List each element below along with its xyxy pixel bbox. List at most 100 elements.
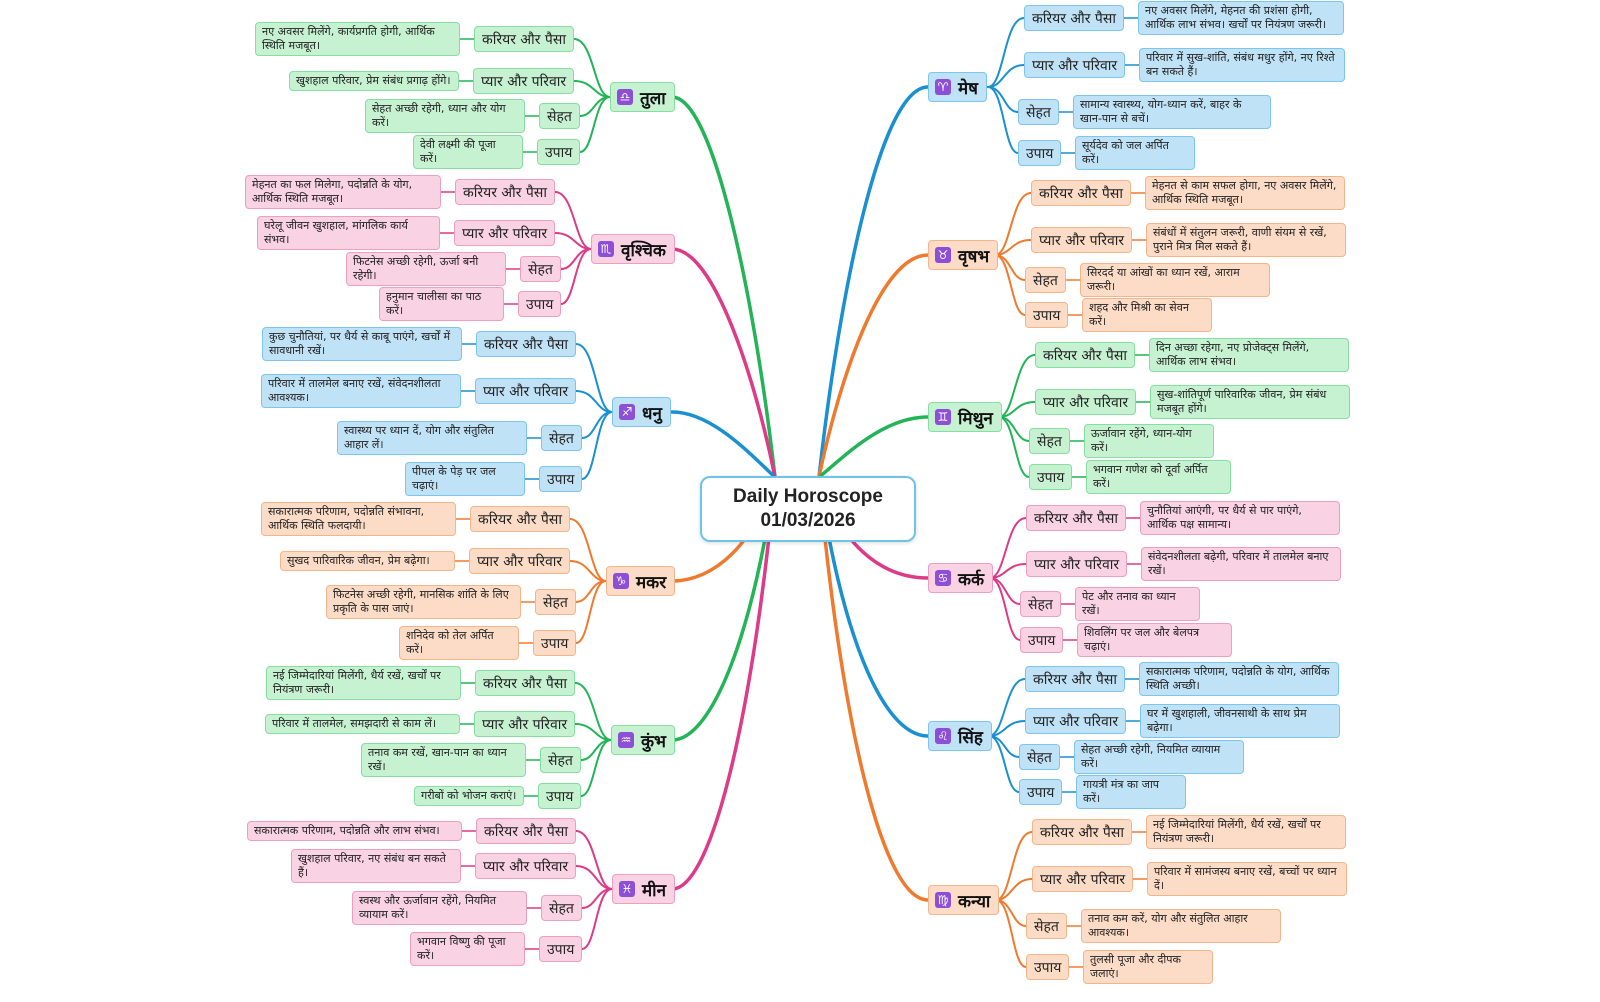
category-meen-3[interactable]: उपाय — [539, 936, 583, 962]
sign-node-kark[interactable]: ♋ कर्क — [928, 563, 994, 593]
sub-line-meen-0 — [575, 830, 613, 890]
description-kumbh-1: परिवार में तालमेल, समझदारी से काम लें। — [265, 714, 460, 734]
category-makar-0[interactable]: करियर और पैसा — [470, 506, 570, 532]
sign-name: धनु — [642, 403, 662, 424]
category-meen-2[interactable]: सेहत — [541, 895, 582, 921]
sub-line-makar-3 — [575, 580, 607, 644]
category-kanya-0[interactable]: करियर और पैसा — [1032, 819, 1132, 845]
description-kanya-3: तुलसी पूजा और दीपक जलाएं। — [1083, 950, 1213, 984]
sign-node-meen[interactable]: ♓मीन — [612, 874, 676, 904]
category-simha-0[interactable]: करियर और पैसा — [1025, 666, 1125, 692]
category-kark-0[interactable]: करियर और पैसा — [1026, 505, 1126, 531]
description-kumbh-2: तनाव कम रखें, खान-पान का ध्यान रखें। — [361, 743, 526, 777]
category-tula-1[interactable]: प्यार और परिवार — [473, 68, 575, 94]
category-mithun-0[interactable]: करियर और पैसा — [1035, 342, 1135, 368]
sub-line-kanya-1 — [995, 878, 1033, 901]
category-mesh-1[interactable]: प्यार और परिवार — [1024, 52, 1126, 78]
category-simha-3[interactable]: उपाय — [1019, 779, 1063, 805]
category-mesh-2[interactable]: सेहत — [1018, 99, 1059, 125]
category-kumbh-0[interactable]: करियर और पैसा — [475, 670, 575, 696]
description-dhanu-3: पीपल के पेड़ पर जल चढ़ाएं। — [405, 462, 525, 496]
sign-node-dhanu[interactable]: ♐धनु — [612, 397, 671, 427]
category-makar-1[interactable]: प्यार और परिवार — [469, 548, 571, 574]
sign-node-mesh[interactable]: ♈मेष — [928, 72, 987, 102]
category-vrishabh-2[interactable]: सेहत — [1025, 267, 1066, 293]
category-kumbh-1[interactable]: प्यार और परिवार — [474, 711, 576, 737]
description-makar-3: शनिदेव को तेल अर्पित करें। — [399, 626, 519, 660]
zodiac-kark-icon: ♋ — [935, 570, 951, 586]
category-meen-0[interactable]: करियर और पैसा — [476, 818, 576, 844]
category-dhanu-0[interactable]: करियर और पैसा — [476, 331, 576, 357]
sub-line-vrishchik-3 — [560, 248, 592, 305]
category-kark-2[interactable]: सेहत — [1020, 591, 1061, 617]
description-makar-0: सकारात्मक परिणाम, पदोन्नति संभावना, आर्थ… — [261, 502, 456, 536]
sign-name: मिथुन — [958, 408, 993, 429]
description-kanya-2: तनाव कम करें, योग और संतुलित आहार आवश्यक… — [1081, 909, 1281, 943]
sign-node-makar[interactable]: ♑मकर — [606, 566, 676, 596]
sign-node-mithun[interactable]: ♊मिथुन — [928, 402, 1002, 432]
sub-line-mesh-0 — [987, 17, 1025, 88]
category-vrishchik-1[interactable]: प्यार और परिवार — [454, 220, 556, 246]
sign-node-kumbh[interactable]: ♒कुंभ — [611, 725, 676, 755]
category-tula-0[interactable]: करियर और पैसा — [474, 26, 574, 52]
description-simha-3: गायत्री मंत्र का जाप करें। — [1076, 775, 1186, 809]
sign-node-kanya[interactable]: ♍कन्या — [928, 885, 1000, 915]
sign-node-vrishabh[interactable]: ♉वृषभ — [928, 240, 999, 270]
category-kark-1[interactable]: प्यार और परिवार — [1026, 551, 1128, 577]
description-tula-1: खुशहाल परिवार, प्रेम संबंध प्रगाढ़ होंगे… — [289, 71, 459, 91]
sign-node-tula[interactable]: ♎तुला — [610, 82, 675, 112]
category-mithun-2[interactable]: सेहत — [1029, 428, 1070, 454]
description-kark-1: संवेदनशीलता बढ़ेगी, परिवार में तालमेल बन… — [1141, 547, 1341, 581]
central-topic[interactable]: Daily Horoscope 01/03/2026 — [700, 476, 916, 542]
category-dhanu-1[interactable]: प्यार और परिवार — [475, 378, 577, 404]
category-tula-3[interactable]: उपाय — [537, 139, 581, 165]
sub-line-meen-3 — [581, 888, 613, 950]
category-dhanu-3[interactable]: उपाय — [539, 466, 583, 492]
category-mesh-0[interactable]: करियर और पैसा — [1024, 5, 1124, 31]
sign-name: मीन — [642, 880, 667, 901]
description-mesh-1: परिवार में सुख-शांति, संबंध मधुर होंगे, … — [1139, 48, 1345, 82]
category-kanya-3[interactable]: उपाय — [1026, 954, 1070, 980]
sign-name: कर्क — [958, 569, 985, 590]
category-vrishchik-2[interactable]: सेहत — [520, 256, 561, 282]
category-makar-2[interactable]: सेहत — [535, 589, 576, 615]
description-mithun-3: भगवान गणेश को दूर्वा अर्पित करें। — [1086, 460, 1231, 494]
category-vrishchik-0[interactable]: करियर और पैसा — [455, 179, 555, 205]
category-kanya-1[interactable]: प्यार और परिवार — [1032, 866, 1134, 892]
category-vrishabh-0[interactable]: करियर और पैसा — [1031, 180, 1131, 206]
category-kumbh-3[interactable]: उपाय — [538, 783, 582, 809]
category-simha-2[interactable]: सेहत — [1019, 744, 1060, 770]
description-mithun-0: दिन अच्छा रहेगा, नए प्रोजेक्ट्स मिलेंगे,… — [1149, 338, 1349, 372]
sign-node-simha[interactable]: ♌सिंह — [928, 721, 992, 751]
sub-line-kanya-2 — [995, 899, 1027, 927]
sub-line-tula-3 — [579, 96, 611, 153]
category-kark-3[interactable]: उपाय — [1020, 627, 1064, 653]
description-simha-0: सकारात्मक परिणाम, पदोन्नति के योग, आर्थि… — [1139, 662, 1339, 696]
category-meen-1[interactable]: प्यार और परिवार — [475, 853, 577, 879]
category-vrishabh-1[interactable]: प्यार और परिवार — [1031, 227, 1133, 253]
category-kanya-2[interactable]: सेहत — [1026, 913, 1067, 939]
sign-node-vrishchik[interactable]: ♏वृश्चिक — [591, 234, 675, 264]
branch-line-vrishabh — [817, 253, 930, 479]
category-vrishabh-3[interactable]: उपाय — [1025, 302, 1069, 328]
category-makar-3[interactable]: उपाय — [533, 630, 577, 656]
sub-line-kanya-3 — [995, 899, 1027, 968]
category-vrishchik-3[interactable]: उपाय — [518, 291, 562, 317]
sub-line-vrishchik-0 — [554, 191, 592, 250]
sub-line-vrishabh-3 — [994, 254, 1026, 316]
description-vrishchik-2: फिटनेस अच्छी रहेगी, ऊर्जा बनी रहेगी। — [346, 252, 506, 286]
central-title: Daily Horoscope — [733, 486, 883, 507]
category-mithun-1[interactable]: प्यार और परिवार — [1035, 389, 1137, 415]
category-mesh-3[interactable]: उपाय — [1018, 140, 1062, 166]
description-vrishchik-0: मेहनत का फल मिलेगा, पदोन्नति के योग, आर्… — [245, 175, 441, 209]
description-tula-3: देवी लक्ष्मी की पूजा करें। — [413, 135, 523, 169]
category-kumbh-2[interactable]: सेहत — [540, 747, 581, 773]
sub-line-makar-0 — [569, 518, 607, 582]
category-mithun-3[interactable]: उपाय — [1029, 464, 1073, 490]
description-vrishchik-3: हनुमान चालीसा का पाठ करें। — [379, 287, 504, 321]
category-tula-2[interactable]: सेहत — [539, 103, 580, 129]
category-simha-1[interactable]: प्यार और परिवार — [1025, 708, 1127, 734]
category-dhanu-2[interactable]: सेहत — [541, 425, 582, 451]
sub-line-mithun-3 — [998, 416, 1030, 478]
sub-line-kumbh-3 — [580, 739, 612, 797]
